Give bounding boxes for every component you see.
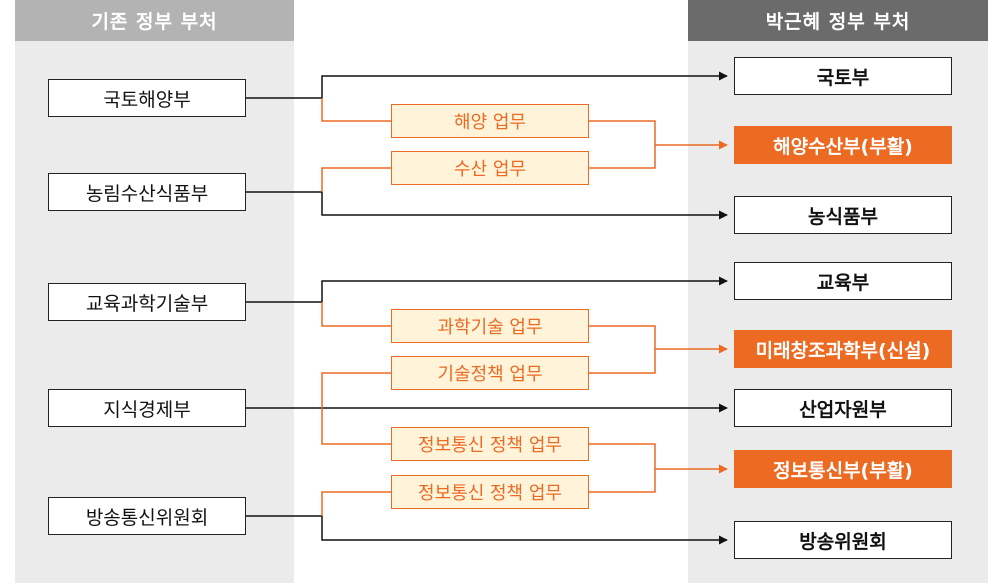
old-ministry-knowledge-economy: 지식경제부 <box>48 389 246 427</box>
old-ministry-land-maritime: 국토해양부 <box>48 79 246 117</box>
new-ministry-oceans-fisheries: 해양수산부(부활) <box>734 126 952 164</box>
old-ministry-broadcasting-communications: 방송통신위원회 <box>48 497 246 535</box>
task-maritime: 해양 업무 <box>391 104 589 138</box>
new-ministry-broadcasting: 방송위원회 <box>734 521 952 559</box>
task-ict-policy-1: 정보통신 정책 업무 <box>391 427 589 461</box>
task-science-technology: 과학기술 업무 <box>391 309 589 343</box>
task-technology-policy: 기술정책 업무 <box>391 356 589 390</box>
new-ministry-industry-resources: 산업자원부 <box>734 389 952 427</box>
orange-connectors <box>321 98 728 516</box>
old-ministry-education-science-technology: 교육과학기술부 <box>48 283 246 321</box>
new-ministry-future-creation-science: 미래창조과학부(신설) <box>734 330 952 368</box>
black-connectors <box>246 71 728 545</box>
right-column-header: 박근혜 정부 부처 <box>688 0 988 41</box>
new-ministry-education: 교육부 <box>734 262 952 300</box>
task-fisheries: 수산 업무 <box>391 151 589 185</box>
old-ministry-agriculture-fisheries-food: 농림수산식품부 <box>48 173 246 211</box>
new-ministry-agriculture-food: 농식품부 <box>734 196 952 234</box>
task-ict-policy-2: 정보통신 정책 업무 <box>391 475 589 509</box>
left-column-header: 기존 정부 부처 <box>15 0 294 41</box>
new-ministry-information-communication: 정보통신부(부활) <box>734 450 952 488</box>
new-ministry-land: 국토부 <box>734 57 952 95</box>
